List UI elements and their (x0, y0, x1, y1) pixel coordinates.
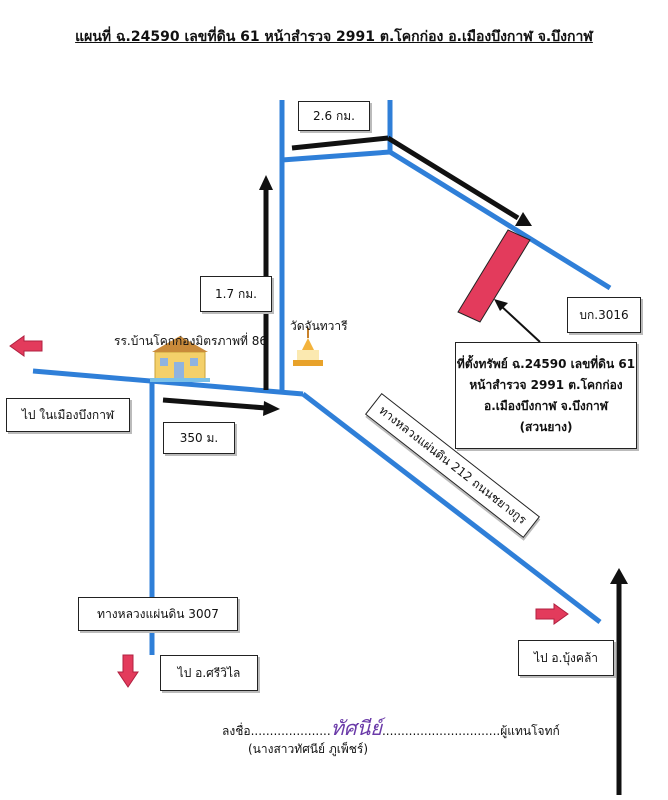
signature-suffix: ผู้แทนโจทก์ (500, 724, 560, 738)
road-to-town (32, 368, 304, 397)
distance-north-left: 1.7 กม. (200, 276, 272, 312)
road-network (32, 100, 612, 655)
left-arrow-icon (9, 335, 43, 357)
distance-east-short: 350 ม. (163, 422, 235, 454)
property-info-box: ที่ตั้งทรัพย์ ฉ.24590 เลขที่ดิน 61 หน้าส… (455, 342, 637, 449)
arrow-property-shaft (499, 304, 541, 343)
right-arrow-icon (535, 603, 569, 625)
school-icon (150, 336, 210, 382)
signatory-name: (นางสาวทัศนีย์ ภูเพ็ชร์) (248, 742, 369, 756)
signature-dots-left: ..................... (250, 724, 331, 738)
distance-north-top: 2.6 กม. (298, 101, 370, 131)
property-line-4: (สวนยาง) (519, 419, 573, 434)
arrow-top-shaft-2 (386, 135, 520, 221)
arrow-heads (259, 175, 628, 584)
arrow-north-head (259, 175, 273, 190)
highway-3007-label: ทางหลวงแผ่นดิน 3007 (78, 597, 238, 631)
arrow-property-head (494, 299, 508, 311)
to-town-label: ไป ในเมืองบึงกาฬ (6, 398, 130, 432)
road-bk3016 (388, 149, 612, 291)
school-label: รร.บ้านโคกก่องมิตรภาพที่ 86 (114, 334, 268, 348)
to-siwilai-label: ไป อ.ศรีวิไล (160, 655, 258, 691)
arrow-right-head (610, 568, 628, 584)
route-arrows (162, 135, 622, 795)
temple-label: วัดจันทวารี (290, 319, 348, 333)
arrow-east-head (263, 401, 280, 416)
bk3016-label: บก.3016 (567, 297, 641, 333)
down-arrow-icon (117, 654, 139, 688)
signature-scribble: ทัศนีย์ (330, 716, 382, 740)
property-line-3: อ.เมืองบึงกาฬ จ.บึงกาฬ (484, 398, 608, 413)
arrow-east-shaft (162, 397, 267, 411)
direction-arrows (9, 335, 569, 688)
property-line-1: ที่ตั้งทรัพย์ ฉ.24590 เลขที่ดิน 61 (456, 356, 636, 371)
property-parcel (457, 229, 531, 323)
highway-212 (301, 392, 602, 624)
to-bungkhla-label: ไป อ.บุ้งคล้า (518, 640, 614, 676)
signature-row: ลงชื่อ.....................ทัศนีย์......… (222, 712, 560, 744)
road-connector (281, 149, 391, 163)
property-line-2: หน้าสำรวจ 2991 ต.โคกก่อง (469, 377, 623, 392)
page-title: แผนที่ ฉ.24590 เลขที่ดิน 61 หน้าสำรวจ 29… (75, 29, 593, 45)
arrow-top-shaft-1 (291, 135, 389, 151)
signature-prefix: ลงชื่อ (222, 724, 251, 738)
arrow-top-head (515, 212, 532, 226)
temple-icon (293, 328, 323, 366)
signature-dots-right: ............................... (381, 724, 501, 738)
